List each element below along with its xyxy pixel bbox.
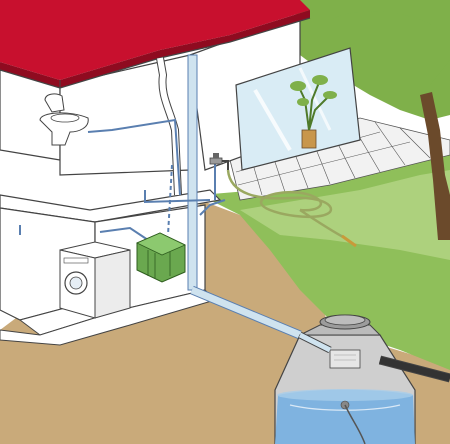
house	[0, 14, 301, 346]
garden-tap-icon	[209, 153, 229, 170]
window	[235, 47, 361, 171]
washing-machine-icon	[59, 241, 131, 319]
supply-pipe	[187, 54, 302, 340]
underground-rainwater-tank-icon	[274, 314, 450, 444]
potted-plant-icon	[290, 75, 337, 149]
house-water-unit-icon	[136, 232, 186, 283]
distribution-pipes	[19, 118, 226, 241]
tree-icon	[290, 0, 450, 240]
floor-slab	[0, 189, 222, 223]
rain-inlet-dashed-line	[167, 164, 173, 236]
garden-hose-icon	[226, 169, 357, 248]
garden-grass-highlight	[240, 170, 450, 260]
toilet-icon	[39, 93, 89, 146]
